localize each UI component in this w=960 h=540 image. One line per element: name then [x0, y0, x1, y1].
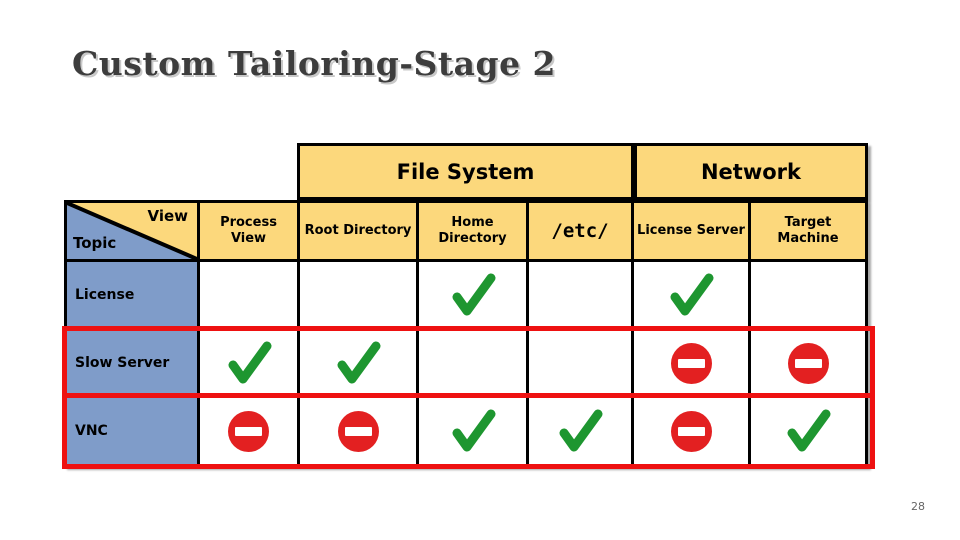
cell-slow-server-root-directory: [300, 331, 416, 395]
check-icon: [559, 409, 603, 452]
cell-license-target-machine: [751, 262, 865, 328]
cell-vnc-root-directory: [300, 398, 416, 464]
corner-view-label: View: [147, 207, 188, 225]
diagonal-split-icon: [67, 203, 197, 259]
check-icon: [452, 273, 495, 316]
cell-vnc-process-view: [200, 398, 297, 464]
row-label-vnc: VNC: [67, 398, 197, 464]
check-icon: [337, 341, 381, 384]
cell-vnc-license-server: [634, 398, 748, 464]
cell-vnc-target-machine: [751, 398, 865, 464]
cell-slow-server-home-directory: [419, 331, 526, 395]
col-header-process-view: Process View: [200, 203, 297, 259]
no-entry-icon: [670, 342, 712, 384]
cell-vnc--etc-: [529, 398, 631, 464]
cell-license-root-directory: [300, 262, 416, 328]
cell-license-home-directory: [419, 262, 526, 328]
group-header-file-system: File System: [297, 143, 634, 200]
row-label-license: License: [67, 262, 197, 328]
corner-topic-label: Topic: [73, 234, 117, 252]
no-entry-icon: [670, 410, 712, 452]
cell-slow-server--etc-: [529, 331, 631, 395]
col-header-root-directory: Root Directory: [300, 203, 416, 259]
corner-topic-view-cell: View Topic: [67, 203, 197, 259]
check-icon: [670, 273, 714, 316]
col-header-etc: /etc/: [529, 203, 631, 259]
row-label-slow-server: Slow Server: [67, 331, 197, 395]
no-entry-icon: [228, 410, 269, 452]
no-entry-icon: [337, 410, 379, 452]
cell-slow-server-target-machine: [751, 331, 865, 395]
cell-slow-server-license-server: [634, 331, 748, 395]
group-header-file-system-label: File System: [396, 159, 535, 184]
cell-vnc-home-directory: [419, 398, 526, 464]
col-header-target-machine: Target Machine: [751, 203, 865, 259]
page-number: 28: [911, 500, 925, 513]
col-header-license-server: License Server: [634, 203, 748, 259]
check-icon: [787, 409, 831, 452]
slide-title: Custom Tailoring-Stage 2: [72, 44, 557, 83]
no-entry-icon: [787, 342, 829, 384]
group-header-network: Network: [634, 143, 868, 200]
cell-slow-server-process-view: [200, 331, 297, 395]
matrix-table: View Topic Process View Root Directory H…: [64, 200, 868, 467]
cell-license-license-server: [634, 262, 748, 328]
check-icon: [228, 341, 271, 384]
cell-license--etc-: [529, 262, 631, 328]
group-header-network-label: Network: [700, 159, 801, 184]
col-header-home-directory: Home Directory: [419, 203, 526, 259]
cell-license-process-view: [200, 262, 297, 328]
check-icon: [452, 409, 495, 452]
